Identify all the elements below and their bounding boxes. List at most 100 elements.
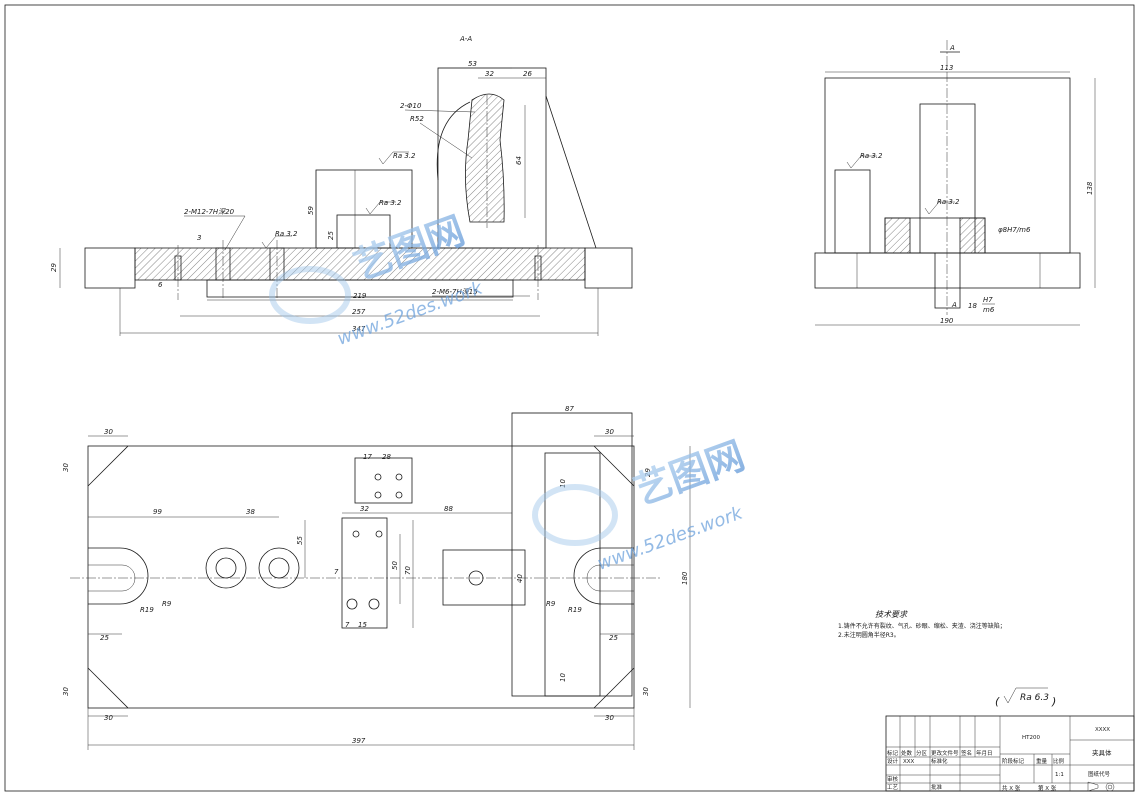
svg-text:180: 180 <box>681 571 689 585</box>
svg-text:88: 88 <box>444 505 453 513</box>
svg-text:R9: R9 <box>162 600 172 608</box>
overall-roughness: ( Ra 6.3 ) <box>995 687 1056 708</box>
svg-text:190: 190 <box>940 317 954 325</box>
svg-text:审核: 审核 <box>887 775 899 783</box>
roughness-mark: Ra 3.2 <box>924 198 960 215</box>
svg-text:第 X 张: 第 X 张 <box>1038 784 1057 792</box>
svg-text:Ra 3.2: Ra 3.2 <box>937 198 960 206</box>
small-block <box>336 214 391 249</box>
svg-text:30: 30 <box>104 428 113 436</box>
svg-text:2-M6-7H深15: 2-M6-7H深15 <box>432 288 478 296</box>
svg-text:R9: R9 <box>546 600 556 608</box>
svg-text:25: 25 <box>327 231 335 240</box>
svg-text:347: 347 <box>352 325 366 333</box>
boss-circle-left <box>205 547 247 589</box>
svg-text:2-M12-7H深20: 2-M12-7H深20 <box>184 208 235 216</box>
svg-text:2-Φ10: 2-Φ10 <box>400 102 422 110</box>
svg-text:397: 397 <box>352 737 366 745</box>
svg-text:R52: R52 <box>410 115 424 123</box>
svg-text:R19: R19 <box>568 606 582 614</box>
svg-text:重量: 重量 <box>1036 757 1048 765</box>
svg-text:30: 30 <box>605 428 614 436</box>
svg-text:138: 138 <box>1086 181 1094 195</box>
svg-text:6: 6 <box>158 281 163 289</box>
title-block: HT200 XXXX 夹具体 图纸代号 阶段标记 重量 比例 1:1 标记 处数… <box>885 715 1135 792</box>
svg-text:φ8H7/m6: φ8H7/m6 <box>998 226 1031 234</box>
projection-symbol-icon <box>1087 781 1115 792</box>
svg-text:29: 29 <box>50 263 58 272</box>
svg-text:Ra 3.2: Ra 3.2 <box>393 152 416 160</box>
svg-text:工艺: 工艺 <box>887 784 899 791</box>
svg-text:A: A <box>949 44 955 52</box>
svg-text:阶段标记: 阶段标记 <box>1002 757 1025 765</box>
svg-text:(: ( <box>995 695 1000 708</box>
svg-text:R19: R19 <box>140 606 154 614</box>
svg-text:10: 10 <box>559 673 567 682</box>
svg-text:技术要求: 技术要求 <box>875 610 908 619</box>
svg-text:Ra 6.3: Ra 6.3 <box>1020 693 1049 703</box>
svg-text:分区: 分区 <box>916 749 928 757</box>
roughness-mark: Ra 3.2 <box>261 230 298 249</box>
svg-text:30: 30 <box>104 714 113 722</box>
svg-text:A: A <box>951 301 957 309</box>
svg-text:30: 30 <box>62 687 70 696</box>
svg-text:50: 50 <box>391 561 399 570</box>
svg-text:m6: m6 <box>983 306 995 314</box>
svg-text:艺图网: 艺图网 <box>628 433 750 513</box>
small-hole-block <box>354 457 413 504</box>
svg-text:28: 28 <box>382 453 391 461</box>
svg-text:): ) <box>1051 695 1056 708</box>
svg-text:87: 87 <box>565 405 574 413</box>
u-slot-left <box>88 547 149 605</box>
svg-text:7: 7 <box>334 568 339 576</box>
svg-text:Ra 3.2: Ra 3.2 <box>860 152 883 160</box>
svg-text:99: 99 <box>153 508 162 516</box>
u-slot-right <box>573 547 634 605</box>
svg-text:32: 32 <box>485 70 494 78</box>
svg-text:38: 38 <box>246 508 255 516</box>
boss-circle-right <box>258 547 300 589</box>
svg-text:257: 257 <box>352 308 366 316</box>
base-plate-section <box>134 247 586 281</box>
svg-text:更改文件号: 更改文件号 <box>931 749 959 757</box>
svg-text:1.铸件不允许有裂纹、气孔、砂眼、缩松、夹渣、浇注等缺陷；: 1.铸件不允许有裂纹、气孔、砂眼、缩松、夹渣、浇注等缺陷； <box>838 622 1006 630</box>
svg-text:30: 30 <box>642 687 650 696</box>
watermark: 艺图网 www.52des.work <box>532 433 750 575</box>
svg-text:标记: 标记 <box>887 749 899 757</box>
svg-text:XXXX: XXXX <box>1095 727 1110 733</box>
svg-text:30: 30 <box>605 714 614 722</box>
svg-text:30: 30 <box>62 463 70 472</box>
side-pin <box>934 252 961 309</box>
side-view: A A 113 138 190 φ8H7/m6 18 H7 m6 Ra 3.2 … <box>814 40 1096 326</box>
section-label: A-A <box>459 35 472 43</box>
svg-text:113: 113 <box>940 64 953 72</box>
technical-requirements: 技术要求 1.铸件不允许有裂纹、气孔、砂眼、缩松、夹渣、浇注等缺陷； 2.未注明… <box>838 610 1006 639</box>
break-line <box>436 101 471 181</box>
svg-text:年月日: 年月日 <box>976 749 993 757</box>
svg-text:40: 40 <box>516 574 524 583</box>
svg-text:Ra 3.2: Ra 3.2 <box>275 230 298 238</box>
svg-text:26: 26 <box>523 70 532 78</box>
top-locating-block <box>341 517 388 629</box>
svg-text:比例: 比例 <box>1053 757 1065 765</box>
svg-text:29: 29 <box>644 468 652 477</box>
svg-text:设计: 设计 <box>887 757 899 765</box>
top-center-block <box>442 549 526 606</box>
svg-text:17: 17 <box>363 453 372 461</box>
svg-text:18: 18 <box>968 302 977 310</box>
svg-text:7: 7 <box>345 621 350 629</box>
svg-text:53: 53 <box>468 60 477 68</box>
top-view: 87 30 30 30 30 30 30 30 29 99 38 55 32 8… <box>62 405 691 750</box>
svg-text:Ra 3.2: Ra 3.2 <box>379 199 402 207</box>
svg-text:签名: 签名 <box>961 749 972 757</box>
section-view-a-a: A-A 53 32 26 64 2-Φ10 R52 <box>50 35 633 336</box>
svg-text:夹具体: 夹具体 <box>1092 748 1112 757</box>
base-flange-right <box>584 247 633 289</box>
base-bottom-boss <box>206 279 514 298</box>
svg-text:32: 32 <box>360 505 369 513</box>
svg-text:XXX: XXX <box>903 759 915 765</box>
svg-text:59: 59 <box>307 206 315 215</box>
top-base-outline <box>87 445 635 709</box>
svg-text:70: 70 <box>404 566 412 575</box>
